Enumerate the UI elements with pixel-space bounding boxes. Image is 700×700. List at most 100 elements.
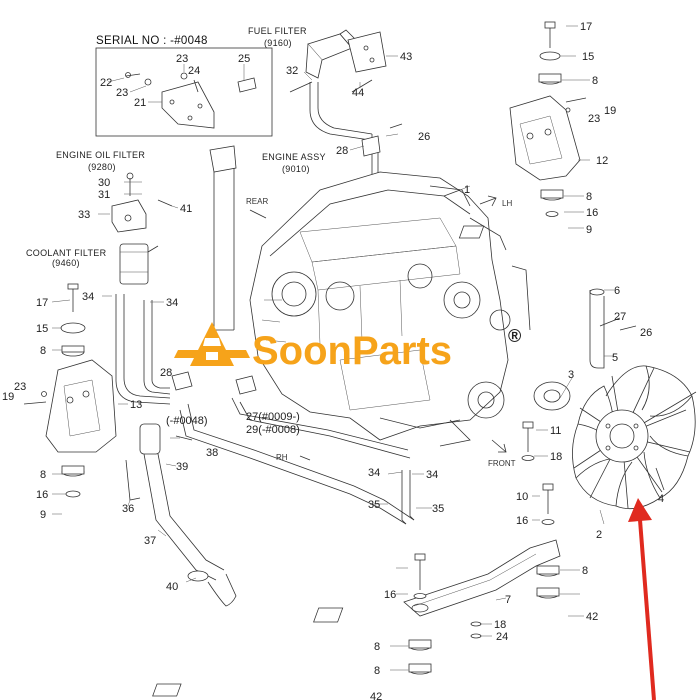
part-label: 22 [100,77,112,89]
clamp-group [171,371,257,395]
part-label: 9 [586,224,592,236]
hose-lines [179,397,415,525]
part-label: 23 [588,113,600,125]
note-29: 29(-#0008) [246,424,300,436]
fan-spacer [533,381,571,411]
part-label: 15 [582,51,594,63]
part-label: 30 [98,177,110,189]
part-label: 28 [336,145,348,157]
part-label: 9 [40,509,46,521]
part-label: 16 [384,589,396,601]
part-label: 4 [658,493,664,505]
direction-rear: REAR [246,197,268,206]
part-label: 10 [516,491,528,503]
part-label: 31 [98,189,110,201]
part-label: 35 [432,503,444,515]
direction-rh: RH [276,453,288,462]
part-label: 8 [374,665,380,677]
part-labels: 1 2 3 4 5 6 7 8 8 8 8 8 8 8 9 9 10 11 12… [2,21,664,700]
leader-lines [51,25,614,671]
part-label: 23 [116,87,128,99]
coolant-filter-code: (9460) [52,258,80,268]
part-label: 21 [134,97,146,109]
part-label: 25 [238,53,250,65]
part-label: 16 [586,207,598,219]
part-label: 19 [604,105,616,117]
right-engine-mount [458,21,587,239]
direction-marks [249,195,507,461]
fuel-filter [289,29,403,176]
part-label: 8 [40,469,46,481]
part-label: 13 [130,399,142,411]
part-label: 17 [36,297,48,309]
coolant-pipe [125,423,237,607]
part-label: 8 [586,191,592,203]
part-label: 28 [160,367,172,379]
engine-assembly [249,171,531,447]
part-label: 42 [370,691,382,700]
part-label: 40 [166,581,178,593]
part-label: 42 [586,611,598,623]
part-label: 26 [418,131,430,143]
part-label: 7 [505,594,511,606]
part-label: 39 [176,461,188,473]
part-label: 32 [286,65,298,77]
part-label: 11 [550,425,561,437]
part-label: 44 [352,87,364,99]
watermark-registered: ® [508,326,521,346]
part-label: 5 [612,352,618,364]
part-label: 33 [78,209,90,221]
part-label: 2 [596,529,602,541]
part-label: 24 [496,631,508,643]
direction-front: FRONT [488,459,516,468]
part-label: 16 [36,489,48,501]
front-support-bracket [152,421,561,697]
part-label: 12 [596,155,608,167]
part-label: 34 [426,469,438,481]
part-label: 34 [166,297,178,309]
part-label: 15 [36,323,48,335]
watermark-brand: SoonParts [252,329,452,373]
part-label: 41 [180,203,192,215]
part-label: 8 [582,565,588,577]
part-label: 19 [2,391,14,403]
engine-oil-filter-bracket [111,172,173,233]
part-label: 35 [368,499,380,511]
part-label: 27 [614,311,626,323]
soonparts-watermark: SoonParts ® [174,322,521,373]
cooling-fan [572,365,697,510]
left-engine-mount [23,283,117,498]
part-label: 36 [122,503,134,515]
serial-header: SERIAL NO : -#0048 [96,35,208,47]
part-label: 23 [176,53,188,65]
fuel-filter-header: FUEL FILTER [248,26,307,36]
part-label: 17 [580,21,592,33]
part-label: 18 [550,451,562,463]
engine-assy-code: (9010) [282,164,310,174]
note-27: 27(#0009-) [246,411,300,423]
part-label: 16 [516,515,528,527]
part-label: 43 [400,51,412,63]
part-label: 34 [368,467,380,479]
fan-guard-pipe [589,288,637,369]
part-label: 34 [82,291,94,303]
oil-line-pipe [209,145,237,331]
soonparts-logo-icon [174,322,250,366]
fuel-filter-code: (9160) [264,38,292,48]
part-label: 8 [374,641,380,653]
part-label: 8 [40,345,46,357]
highlight-arrow [628,498,656,700]
part-label: 24 [188,65,200,77]
part-label: 37 [144,535,156,547]
part-label: 38 [206,447,218,459]
part-label: 18 [494,619,506,631]
engine-assy-header: ENGINE ASSY [262,152,326,162]
part-label: 3 [568,369,574,381]
note-48: (-#0048) [166,415,208,427]
part-label: 23 [14,381,26,393]
coolant-filter-header: COOLANT FILTER [26,248,107,258]
coolant-filter [115,243,171,405]
part-label: 8 [592,75,598,87]
